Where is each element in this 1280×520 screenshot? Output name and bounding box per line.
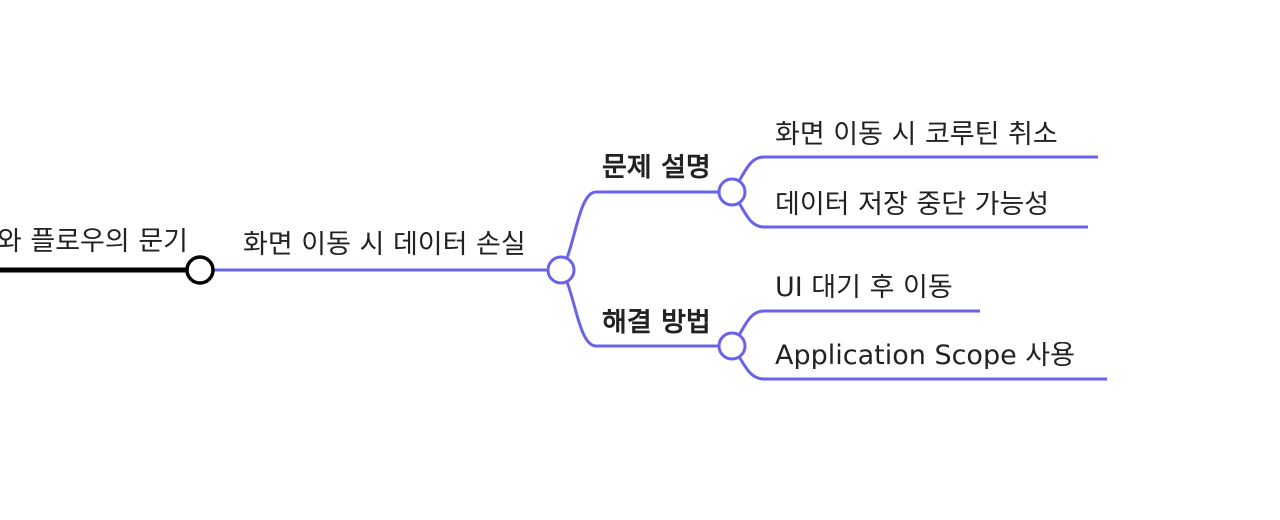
topic-connector-node xyxy=(546,255,576,285)
leaf-label-solution-2[interactable]: Application Scope 사용 xyxy=(775,342,1075,369)
solution-connector-node xyxy=(717,331,747,361)
root-connector-node xyxy=(185,255,215,285)
problem-connector-node xyxy=(717,177,747,207)
group-label-solution[interactable]: 해결 방법 xyxy=(602,309,711,336)
topic-node-label[interactable]: 화면 이동 시 데이터 손실 xyxy=(243,231,526,258)
leaf-label-problem-2[interactable]: 데이터 저장 중단 가능성 xyxy=(775,191,1050,218)
leaf-label-solution-1[interactable]: UI 대기 후 이동 xyxy=(775,274,953,301)
leaf-label-problem-1[interactable]: 화면 이동 시 코루틴 취소 xyxy=(775,121,1058,148)
leaf-curve-solution-1 xyxy=(730,309,980,347)
leaf-curve-problem-1 xyxy=(730,155,1098,193)
group-label-problem[interactable]: 문제 설명 xyxy=(602,154,711,181)
root-node-label[interactable]: 와 플로우의 문기 xyxy=(0,228,188,255)
branch-curve-problem xyxy=(559,190,732,271)
